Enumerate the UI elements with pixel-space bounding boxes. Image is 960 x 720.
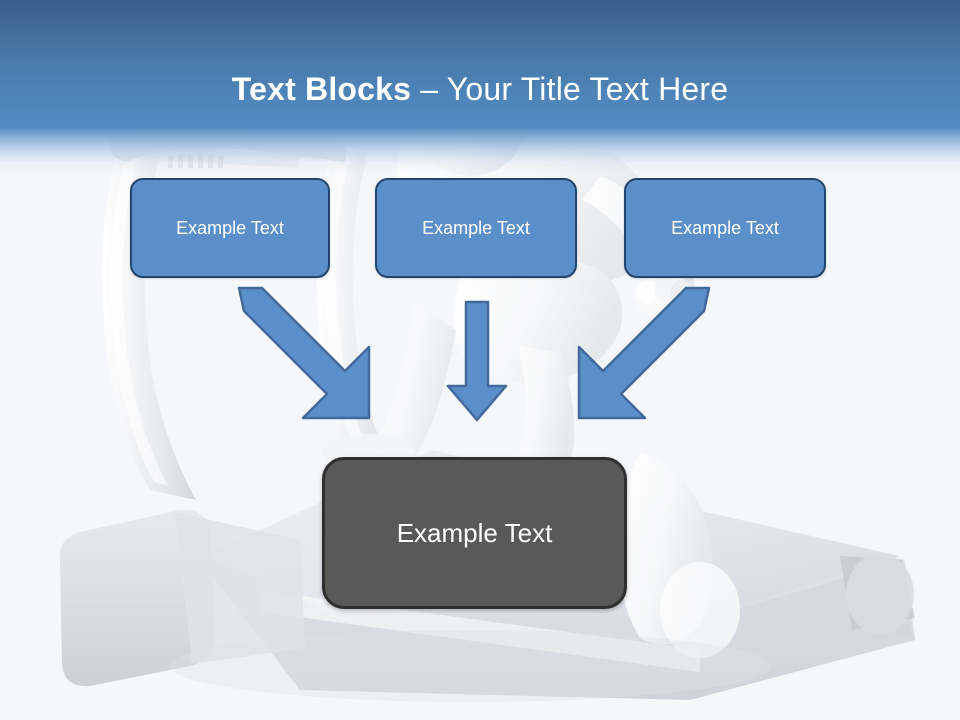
text-block-1-label: Example Text bbox=[176, 217, 284, 238]
result-text-block-label: Example Text bbox=[396, 517, 553, 548]
text-block-2[interactable]: Example Text bbox=[375, 178, 577, 278]
arrow-right bbox=[577, 286, 711, 420]
result-text-block[interactable]: Example Text bbox=[322, 457, 627, 609]
text-block-3-label: Example Text bbox=[671, 217, 779, 238]
page-title: Text Blocks – Your Title Text Here bbox=[0, 69, 960, 109]
header-fade bbox=[0, 127, 960, 179]
arrow-left bbox=[237, 286, 371, 420]
text-block-2-label: Example Text bbox=[422, 217, 530, 238]
page-title-rest: – Your Title Text Here bbox=[420, 71, 729, 108]
text-block-3[interactable]: Example Text bbox=[624, 178, 826, 278]
arrow-middle bbox=[446, 300, 508, 422]
text-block-1[interactable]: Example Text bbox=[130, 178, 330, 278]
header-band bbox=[0, 0, 960, 128]
page-title-strong: Text Blocks bbox=[231, 71, 421, 108]
